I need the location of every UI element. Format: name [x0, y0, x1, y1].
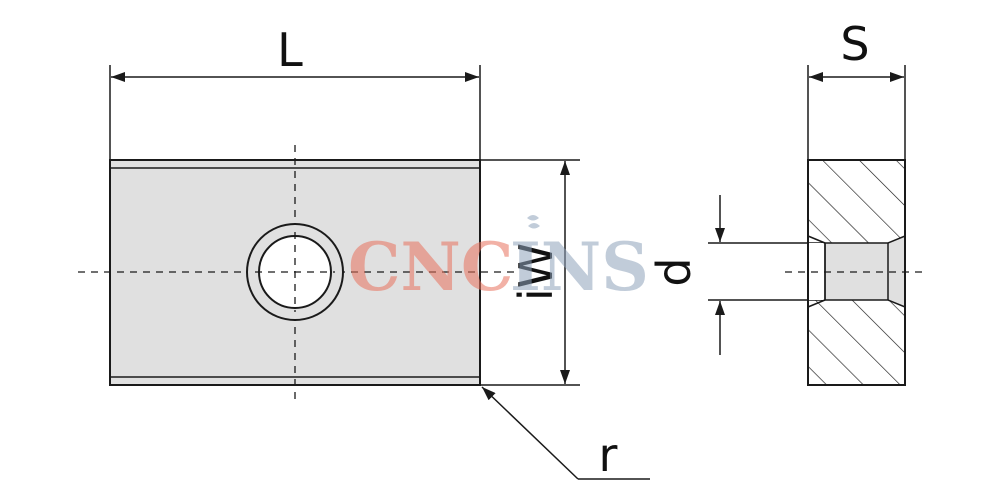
dimension-thickness: S [807, 17, 906, 160]
dimension-width: iW [480, 159, 580, 386]
watermark-logo: CNC INS [348, 215, 649, 306]
watermark-swirl-icon [527, 215, 540, 229]
label-hole-diameter: d [647, 257, 701, 286]
front-view [78, 145, 520, 405]
watermark-text-part2: INS [510, 228, 649, 306]
leader-arrow-radius [481, 386, 579, 480]
dimension-length: L [109, 23, 481, 160]
radius-callout: r [481, 386, 650, 482]
dimension-hole-diameter: d [647, 195, 825, 355]
section-bore-step-top [807, 235, 826, 244]
label-length: L [277, 23, 303, 77]
section-bore-step-bottom [807, 299, 826, 308]
section-hatch-top [808, 160, 905, 243]
side-section-view [785, 159, 928, 386]
section-hatch-bottom [808, 300, 905, 385]
label-thickness: S [840, 17, 869, 71]
label-radius: r [599, 428, 618, 482]
watermark-text-part1: CNC [348, 228, 513, 306]
label-width: iW [509, 243, 563, 301]
